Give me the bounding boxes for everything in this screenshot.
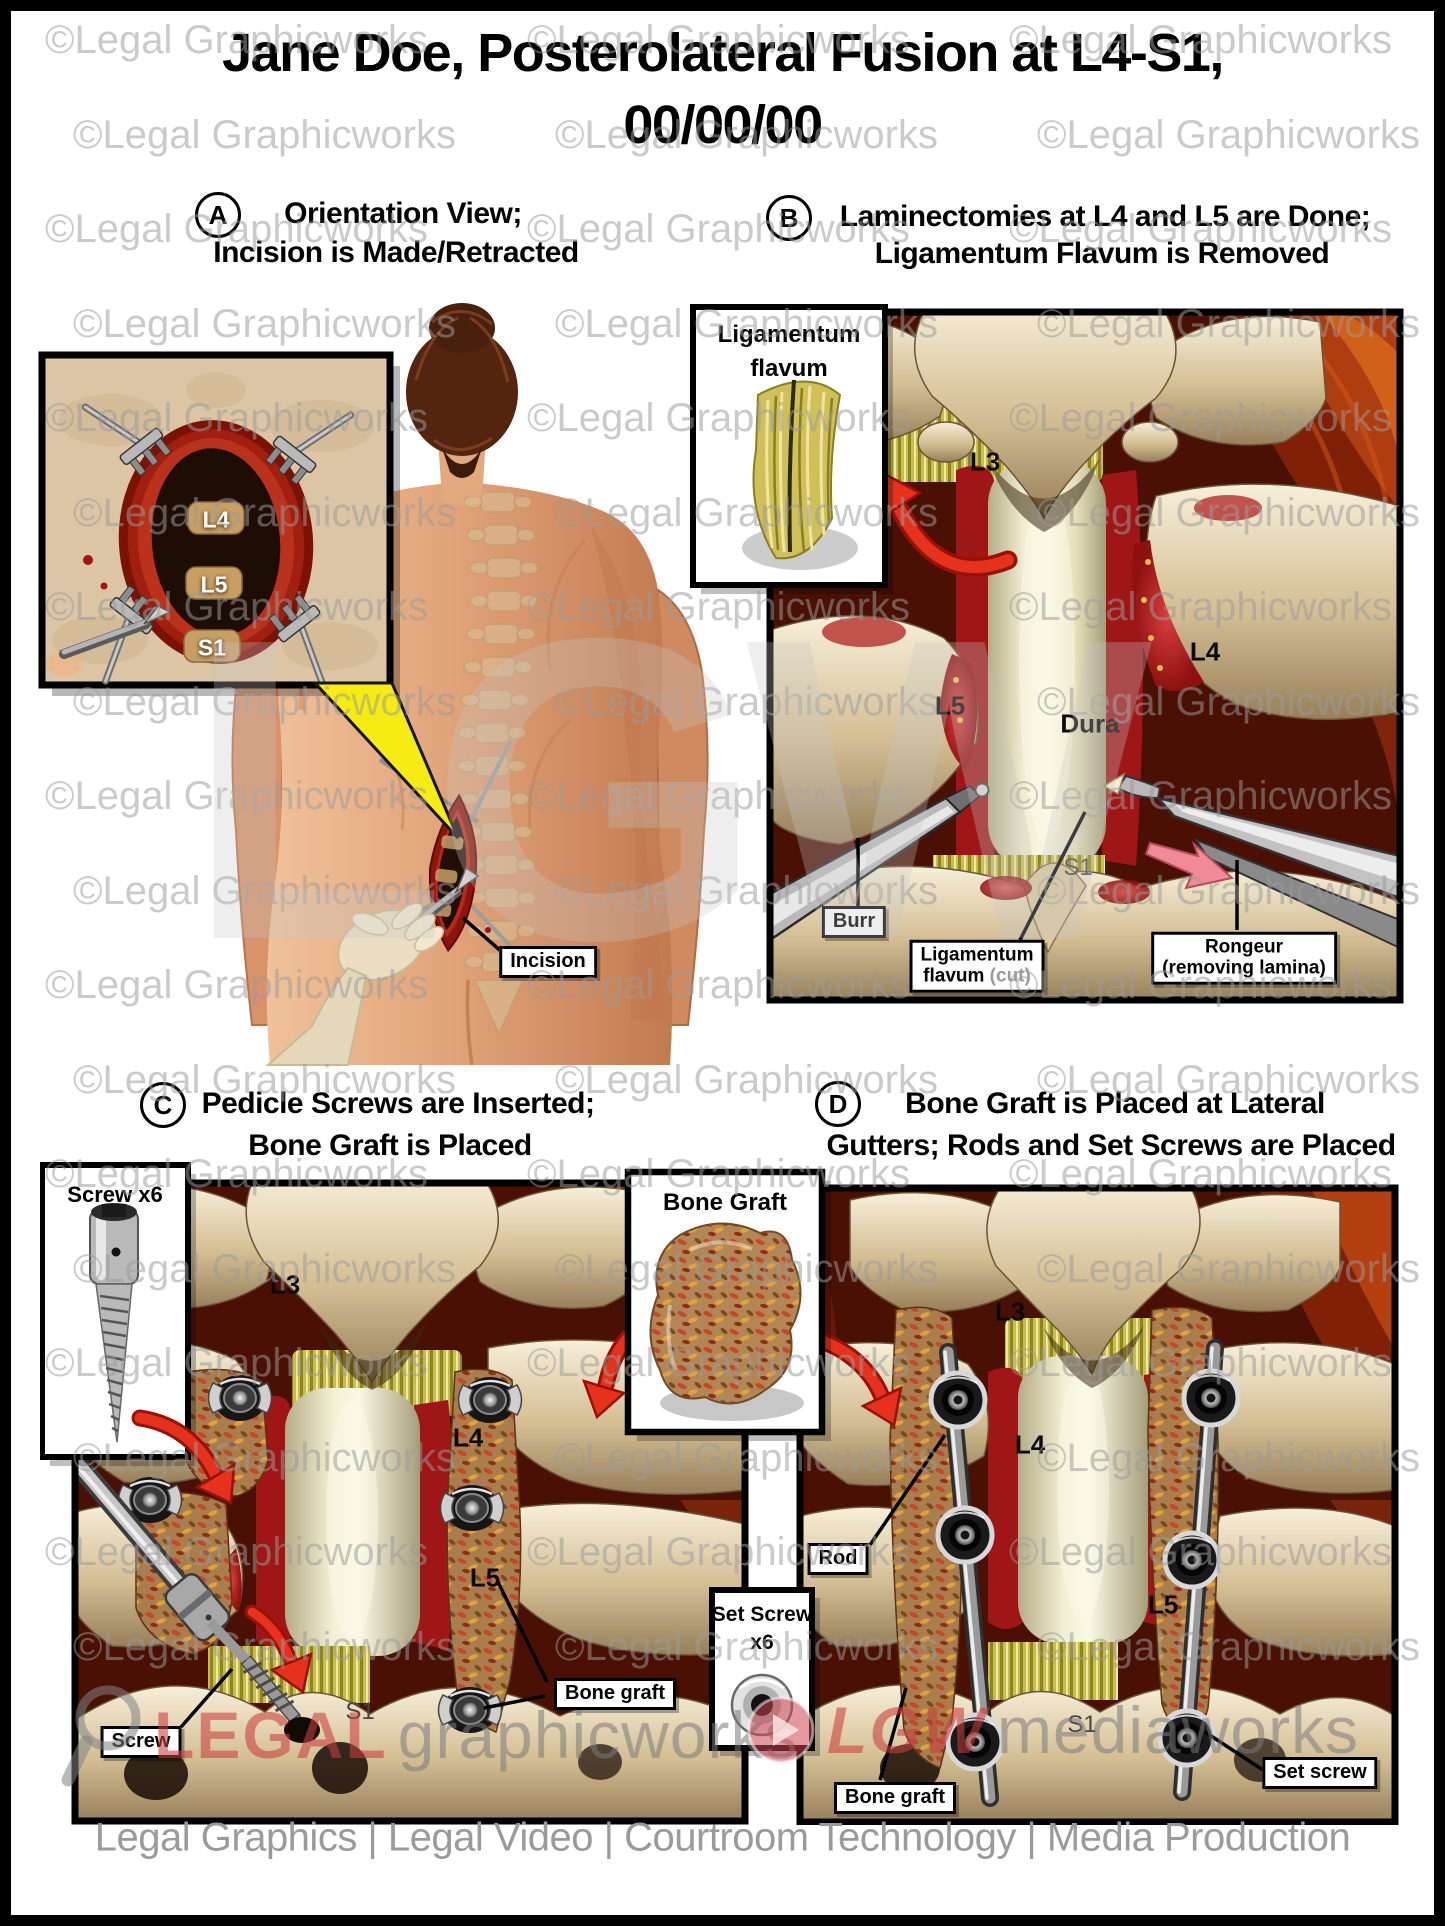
insertion-direction-arrow xyxy=(244,1604,313,1695)
retractor-rakes xyxy=(81,403,355,693)
rongeur-tool xyxy=(1102,772,1400,950)
flavum-cut-line2a: flavum xyxy=(923,966,985,987)
panel-d-label-l5: L5 xyxy=(1147,1589,1179,1620)
inset-set-screw-title-line2: x6 xyxy=(750,1631,774,1655)
panel-c-title-line2: Bone Graft is Placed xyxy=(248,1129,532,1162)
ghost-spine xyxy=(457,491,539,1036)
burr-tool xyxy=(770,782,990,942)
panel-b-label-dura: Dura xyxy=(1060,708,1120,739)
panel-c-letter-badge: C xyxy=(140,1082,186,1128)
bone-graft-icon xyxy=(649,1222,804,1421)
set-screw-label: Set screw xyxy=(1262,1757,1378,1789)
panel-b-label-l5: L5 xyxy=(934,690,966,721)
rongeur-label: Rongeur (removing lamina) xyxy=(1151,931,1337,985)
removal-direction-arrow xyxy=(1144,840,1235,890)
panel-b-label-l3: L3 xyxy=(969,446,1001,477)
arrow-from-screw-inset xyxy=(131,1409,236,1505)
panel-c-title-line1: Pedicle Screws are Inserted; xyxy=(201,1087,595,1120)
flavum-cut-line1: Ligamentum xyxy=(920,944,1034,966)
panel-b-label-l4: L4 xyxy=(1189,636,1221,667)
panel-b-inset-ligamentum-flavum xyxy=(690,304,893,594)
inset-b-title-line2: flavum xyxy=(750,354,828,382)
panel-d-label-l3: L3 xyxy=(994,1296,1026,1327)
panel-d-title-line2: Gutters; Rods and Set Screws are Placed xyxy=(826,1129,1396,1162)
rongeur-line1: Rongeur xyxy=(1204,936,1284,958)
panel-c-label-s1: S1 xyxy=(345,1698,375,1725)
panel-d-label-s1: S1 xyxy=(1067,1711,1097,1738)
panel-d-title-line1: Bone Graft is Placed at Lateral xyxy=(905,1087,1325,1120)
inset-a-label-l4: L4 xyxy=(202,506,230,533)
panel-d-letter-badge: D xyxy=(815,1081,861,1127)
burr-label: Burr xyxy=(821,906,887,938)
screw-label: Screw xyxy=(100,1726,182,1758)
page-title-line2: 00/00/00 xyxy=(623,95,823,155)
panel-b-title-line1: Laminectomies at L4 and L5 are Done; xyxy=(839,200,1371,233)
inset-b-title: Ligamentum flavum xyxy=(718,318,861,385)
panel-c-label-l4: L4 xyxy=(452,1422,484,1453)
panel-a-inset-incision-closeup xyxy=(38,351,400,696)
inset-set-screw-title: Set Screw x6 xyxy=(712,1601,812,1658)
panel-a-title-line2: Incision is Made/Retracted xyxy=(213,236,579,269)
panel-d-label-l4: L4 xyxy=(1014,1429,1046,1460)
page-title-line1: Jane Doe, Posterolateral Fusion at L4-S1… xyxy=(222,23,1224,83)
gloved-hand-scalpel xyxy=(265,866,480,1066)
rod-label: Rod xyxy=(807,1543,869,1575)
inset-a-label-s1: S1 xyxy=(197,634,227,661)
panel-b-illustration xyxy=(690,304,1404,1004)
watermark-text: ©Legal Graphicworks xyxy=(73,112,456,157)
panel-c-label-l3: L3 xyxy=(269,1269,301,1300)
panel-b-letter-badge: B xyxy=(766,195,812,241)
flavum-cut-line2b: (cut) xyxy=(989,966,1031,987)
watermark-text: ©Legal Graphicworks xyxy=(1037,112,1420,157)
ligamentum-flavum-cut-label: Ligamentum flavum (cut) xyxy=(909,939,1045,993)
set-screw-icon xyxy=(730,1673,794,1737)
panel-b-title-line2: Ligamentum Flavum is Removed xyxy=(874,237,1330,270)
pedicle-screw-icon xyxy=(89,1203,139,1443)
callout-triangle xyxy=(311,681,460,840)
scalpel-icon xyxy=(46,605,172,676)
inset-a-label-l5: L5 xyxy=(200,571,228,598)
panel-a-letter-badge: A xyxy=(195,192,241,238)
panel-b-label-s1: S1 xyxy=(1063,854,1093,881)
panel-d-bone-graft-label: Bone graft xyxy=(834,1782,956,1814)
panel-c-label-l5: L5 xyxy=(469,1562,501,1593)
incision-label: Incision xyxy=(499,946,597,978)
panel-a-illustration xyxy=(38,303,709,1066)
inset-bone-graft-title: Bone Graft xyxy=(662,1189,788,1216)
inset-set-screw-title-line1: Set Screw xyxy=(711,1603,813,1626)
rongeur-line2: (removing lamina) xyxy=(1162,958,1326,979)
footer-services-line: Legal Graphics | Legal Video | Courtroom… xyxy=(94,1815,1351,1860)
bone-graft-inset-group xyxy=(581,1168,903,1441)
open-wound xyxy=(118,420,314,664)
panel-a-title-line1: Orientation View; xyxy=(284,197,522,230)
panel-c-bone-graft-label: Bone graft xyxy=(554,1678,676,1710)
screwdriver-tool xyxy=(75,1445,320,1743)
inset-b-title-line1: Ligamentum xyxy=(717,321,861,348)
panel-c-inset-screw xyxy=(40,1162,196,1466)
inset-c-title: Screw x6 xyxy=(67,1182,163,1207)
arrow-to-flavum-inset xyxy=(879,469,1018,577)
